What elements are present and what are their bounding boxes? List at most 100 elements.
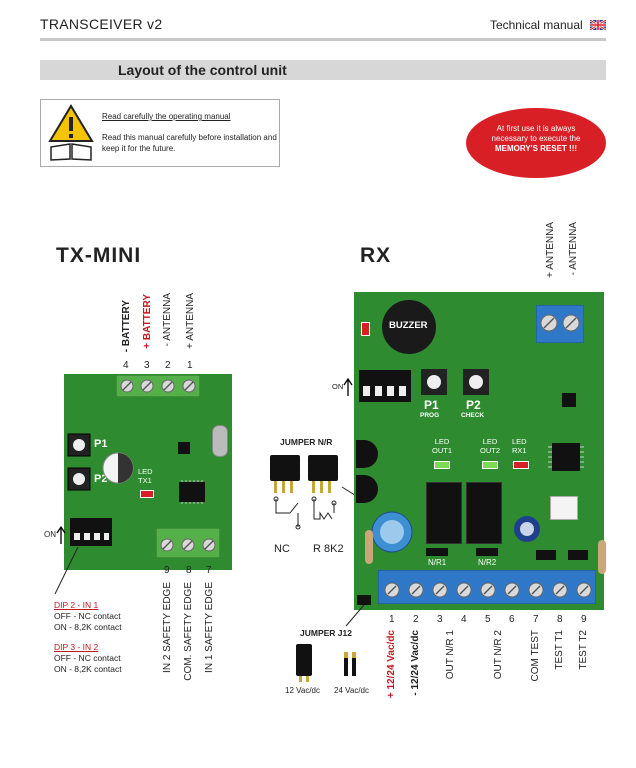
tx-terminal-number: 2	[165, 360, 171, 371]
rx-label-minus-power: - 12/24 Vac/dc	[410, 630, 421, 696]
section-title: Layout of the control unit	[118, 62, 287, 78]
jumper-j12-diagram	[296, 644, 356, 682]
rx-nr1-label: N/R1	[428, 558, 447, 567]
tx-terminal-number: 8	[186, 565, 192, 576]
rx-optocoupler	[550, 496, 578, 520]
dip3-off: OFF - NC contact	[54, 653, 121, 663]
rx-terminal-number: 5	[485, 614, 491, 625]
rx-component	[568, 550, 588, 560]
tx-crystal	[212, 425, 228, 457]
notice-text: At first use it is always necessary to e…	[470, 124, 602, 154]
rx-component	[356, 475, 378, 503]
tx-dip-on-label: ON	[44, 530, 56, 539]
rx-p2-label: P2	[466, 398, 481, 412]
jumper-j12-12v-label: 12 Vac/dc	[285, 686, 320, 695]
rx-chip-small	[562, 393, 576, 407]
jumper-j12-24v-label: 24 Vac/dc	[334, 686, 369, 695]
tx-label-minus-antenna: - ANTENNA	[162, 293, 173, 347]
tx-dip-switch-icon[interactable]	[70, 518, 112, 546]
tx-bottom-terminal-block	[156, 528, 220, 558]
rx-label-plus-antenna: + ANTENNA	[545, 222, 556, 278]
tx-chip-small	[178, 442, 190, 454]
dip3-title: DIP 3 - IN 2	[54, 642, 99, 652]
tx-label-plus-battery: + BATTERY	[142, 294, 153, 349]
tx-p2-label: P2	[94, 473, 108, 485]
rx-led-rx1-icon	[513, 461, 529, 469]
tx-top-terminal-block	[116, 375, 200, 397]
rx-terminal-number: 6	[509, 614, 515, 625]
tx-p2-button-icon[interactable]	[67, 467, 91, 491]
rx-ic-chip	[548, 443, 584, 471]
tx-led-label: LED TX1	[138, 467, 153, 485]
document-title: TRANSCEIVER v2	[40, 16, 163, 32]
rx-label-com-test: COM TEST	[530, 630, 541, 682]
rx-label-plus-power: + 12/24 Vac/dc	[386, 630, 397, 699]
tx-mini-title: TX-MINI	[56, 244, 142, 267]
rx-terminal-number: 4	[461, 614, 467, 625]
jumper-j12-title: JUMPER J12	[300, 628, 352, 638]
jumper-nr-title: JUMPER N/R	[280, 437, 333, 447]
tx-terminal-number: 3	[144, 360, 150, 371]
rx-capacitor-small-icon	[514, 516, 540, 542]
notice-line-strong: MEMORY'S RESET !!!	[494, 144, 578, 153]
dip2-title: DIP 2 - IN 1	[54, 600, 99, 610]
tx-label-in1-safety-edge: IN 1 SAFETY EDGE	[204, 582, 215, 673]
rx-p2-button-icon[interactable]	[462, 368, 490, 396]
rx-led-out1-icon	[434, 461, 450, 469]
rx-label-test-t1: TEST T1	[554, 630, 565, 670]
rx-title: RX	[360, 244, 392, 267]
rx-p1-label: P1	[424, 398, 439, 412]
rx-label-minus-antenna: - ANTENNA	[568, 222, 579, 276]
rx-nr1-jumper	[426, 548, 448, 556]
rx-resistor	[598, 540, 606, 574]
section-bar	[40, 60, 606, 80]
rx-buzzer-label: BUZZER	[389, 320, 428, 331]
rx-p1-sub: PROG	[420, 412, 440, 419]
rx-dip-switch-icon[interactable]	[359, 370, 411, 402]
rx-bottom-terminal-block	[378, 570, 596, 604]
tx-terminal-number: 1	[187, 360, 193, 371]
manual-label: Technical manual	[490, 18, 606, 32]
rx-j12-pointer-line	[345, 604, 365, 627]
rx-terminal-number: 2	[413, 614, 419, 625]
notice-line: At first use it is always	[496, 124, 576, 133]
rx-terminal-number: 8	[557, 614, 563, 625]
notice-line: necessary to execute the	[491, 134, 581, 143]
warning-title: Read carefully the operating manual	[102, 112, 231, 121]
tx-dip-pointer-line	[54, 546, 79, 595]
dip2-on: ON - 8,2K contact	[54, 622, 122, 632]
rx-relay-2	[466, 482, 502, 544]
tx-p1-label: P1	[94, 438, 108, 450]
rx-antenna-terminal-block	[536, 305, 584, 343]
rx-p1-button-icon[interactable]	[420, 368, 448, 396]
tx-label-plus-antenna: + ANTENNA	[185, 293, 196, 349]
rx-capacitor-icon	[371, 511, 413, 553]
tx-terminal-number: 7	[206, 565, 212, 576]
tx-terminal-number: 4	[123, 360, 129, 371]
tx-p1-button-icon[interactable]	[67, 433, 91, 457]
rx-p2-sub: CHECK	[461, 412, 485, 419]
rx-j12-jumper	[357, 595, 371, 605]
rx-component	[356, 440, 378, 468]
tx-label-in2-safety-edge: IN 2 SAFETY EDGE	[162, 582, 173, 673]
rx-component	[536, 550, 556, 560]
rx-label-out-nr1: OUT N/R 1	[445, 630, 456, 680]
tx-label-com-safety-edge: COM. SAFETY EDGE	[183, 582, 194, 681]
rx-terminal-number: 9	[581, 614, 587, 625]
manual-text: Technical manual	[489, 18, 583, 32]
rx-nr2-jumper	[476, 548, 498, 556]
jumper-nr-r8k2-label: R 8K2	[313, 543, 344, 555]
rx-dip-on-label: ON	[332, 382, 344, 391]
rx-buzzer-icon	[382, 300, 436, 354]
rx-led-out2-icon	[482, 461, 498, 469]
tx-label-minus-battery: - BATTERY	[121, 300, 132, 353]
uk-flag-icon	[590, 20, 606, 30]
arrow-up-icon	[56, 525, 66, 544]
rx-label-test-t2: TEST T2	[578, 630, 589, 670]
rx-terminal-number: 1	[389, 614, 395, 625]
warning-text: Read this manual carefully before instal…	[102, 133, 277, 153]
tx-capacitor-icon	[102, 452, 134, 484]
memory-reset-notice	[466, 108, 606, 178]
dip3-on: ON - 8,2K contact	[54, 664, 122, 674]
rx-led-rx1-label: LED RX1	[512, 437, 527, 455]
